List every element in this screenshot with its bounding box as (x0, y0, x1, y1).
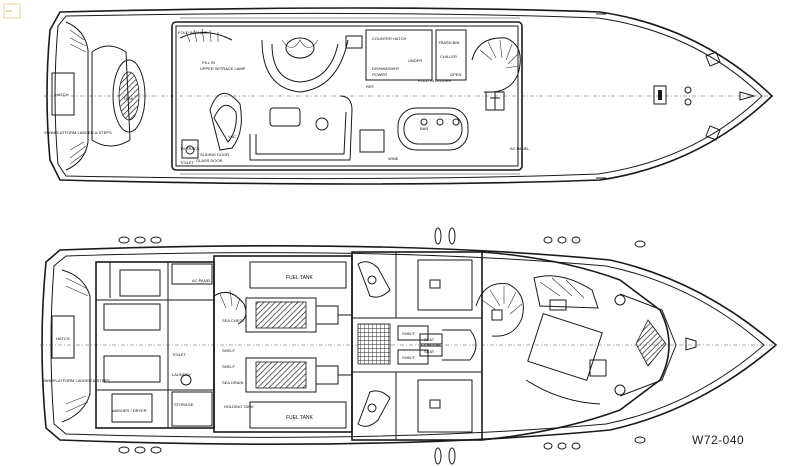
power-label: POWER (372, 72, 387, 77)
lower-deck-plan: HATCH SWIMPLATFORM LADDER & STEPS WASHER… (40, 227, 778, 465)
washer-dryer-label: WASHER / DRYER (112, 408, 147, 413)
laundry-label: LAUNDRY (172, 372, 191, 377)
sea-chest-label: SEA CHEST (222, 318, 245, 323)
fold-in-chair-label: FOLD IN CHAIR (178, 30, 207, 35)
under-label: UNDER (408, 58, 422, 63)
shelf-upper-label: SHELF (222, 364, 235, 369)
engine-port (245, 357, 352, 393)
ref-label: REF. (366, 84, 375, 89)
lower-ac-panel-label: AC PANEL (192, 278, 212, 283)
open-label: OPEN (450, 72, 461, 77)
upper-ac-panel-label: AC PANEL (510, 146, 530, 151)
vac-label: VAC (228, 134, 236, 139)
shelf-lower-label: SHELF (222, 348, 235, 353)
upper-hull-outline (46, 7, 774, 185)
drawing-reference: W72-040 (692, 433, 744, 447)
trash-bin-label: TRASH BIN (438, 40, 459, 45)
watermark-logo: W72 (3, 3, 21, 19)
dishwasher-label: DISHWASHER (372, 66, 399, 71)
sea-drain-label: SEA DRAIN (222, 380, 243, 385)
upper-deck-plan: HATCH SWIMPLATFORM LADDER & STEPS TEAK F… (44, 7, 774, 185)
lower-hull-outline (41, 244, 778, 446)
lower-hatch-label: HATCH (56, 336, 70, 341)
upper-tv-label: UPPER W/TRACK LAMP (200, 66, 246, 71)
counter-hatch-label: COUNTER HATCH (372, 36, 406, 41)
tv-track-label: TV TRACK (180, 146, 200, 151)
upper-toilet-label: TOILET (180, 160, 194, 165)
sliding-door-label: SLIDING DOOR (200, 152, 229, 157)
seat-1-label: SEAT (424, 337, 435, 342)
shelf-1-label: SHELF (402, 331, 415, 336)
fuel-tank-top-label: FUEL TANK (286, 275, 314, 281)
holding-tank-label: HOLDING TANK (224, 404, 254, 409)
engine-starboard (245, 297, 352, 333)
lower-toilet-label: TOILET (172, 352, 186, 357)
upper-hatch-label: HATCH (55, 92, 69, 97)
seat-2-label: SEAT (424, 349, 435, 354)
bar-label: BAR (420, 126, 428, 131)
upper-swimplatform-label: SWIMPLATFORM LADDER & STEPS (44, 130, 112, 135)
fold-in-ledger-label: FOLD IN LEDGER (418, 78, 451, 83)
upper-hatch (51, 72, 75, 116)
chiller-label: CHILLER (440, 54, 457, 59)
shelf-2-label: SHELF (402, 355, 415, 360)
wine-label: WINE (388, 156, 399, 161)
storage-label: STORAGE (174, 402, 194, 407)
teak-label: TEAK (123, 96, 134, 101)
fuel-tank-bottom-label: FUEL TANK (286, 415, 314, 421)
lower-swimplatform-label: SWIMPLATFORM LADDER & STEPS (42, 378, 110, 383)
glass-door-label: GLASS DOOR (196, 158, 223, 163)
watermark-text: W72 (6, 9, 13, 13)
fill-label: FILL IN (202, 60, 215, 65)
